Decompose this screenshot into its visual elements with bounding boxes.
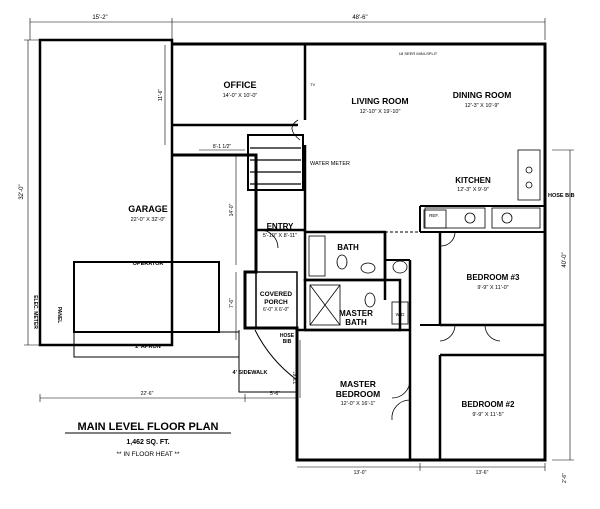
fixtures [308, 149, 541, 326]
bedroom2-size: 9'-9" X 11'-5" [472, 412, 503, 418]
plan-area: 1,462 SQ. FT. [126, 439, 169, 446]
dim-office-side: 11'-6" [158, 89, 164, 102]
apron-label: 2' APRON [135, 344, 161, 350]
bib-label: BIB [283, 339, 292, 345]
windows [205, 42, 547, 462]
dining-room-label: DINING ROOM [453, 90, 512, 100]
dim-right-overall: 40'-0" [562, 252, 568, 267]
bedroom3-label: BEDROOM #3 [467, 273, 520, 282]
porch-label-1: COVERED [260, 291, 292, 298]
dim-left-overall: 32'-0" [19, 184, 25, 199]
master-bedroom-size: 12'-0" X 16'-1" [341, 401, 376, 407]
master-bedroom-label-2: BEDROOM [336, 389, 380, 399]
entry-size: 5'-10" X 8'-11" [263, 233, 297, 239]
porch-size: 6'-0" X 6'-0" [263, 307, 289, 313]
wd-label: W/D [396, 312, 405, 317]
elec-meter-label: ELEC. METER [32, 295, 38, 329]
bath-label: BATH [337, 243, 359, 252]
bedroom2-label: BEDROOM #2 [462, 400, 515, 409]
garage-door [73, 261, 240, 358]
stairs [250, 147, 301, 185]
walls [38, 38, 547, 462]
water-meter-label: WATER METER [310, 161, 350, 167]
dim-bottom-right-b: 13'-6" [476, 470, 489, 476]
kitchen-size: 12'-3" X 9'-9" [457, 187, 489, 193]
door-swings [259, 119, 501, 421]
garage-size: 22'-0" X 32'-0" [131, 217, 166, 223]
dim-bottom-mid: 5'-6" [270, 391, 280, 397]
panel-label: PANEL [56, 307, 62, 324]
ref-label: REF. [429, 213, 439, 218]
hose-bib-right-label: HOSE BIB [548, 193, 575, 199]
master-bath-label-1: MASTER [339, 309, 373, 318]
dim-top-left: 15'-2" [92, 15, 107, 21]
office-size: 14'-0" X 10'-0" [223, 93, 258, 99]
dim-bottom-right-a: 13'-0" [354, 470, 367, 476]
dim-bottom-right-c: 2'-6" [562, 473, 568, 483]
entry-label: ENTRY [267, 222, 294, 231]
mini-split-label: 18 SEER MINI-SPLIT [399, 51, 438, 56]
office-label: OFFICE [224, 80, 257, 90]
dim-entry-gap: 8'-1 1/2" [213, 144, 232, 150]
tv-label: TV [310, 82, 315, 87]
living-room-size: 12'-10" X 19'-10" [360, 109, 401, 115]
hose-label: HOSE [280, 333, 295, 339]
master-bath-label-2: BATH [345, 318, 367, 327]
sidewalk [238, 329, 298, 393]
sidewalk-label: 4' SIDEWALK [233, 370, 268, 376]
dim-right-mid: 22'-6" [293, 371, 299, 384]
dining-room-size: 12'-3" X 10'-9" [465, 103, 500, 109]
dim-top-right: 48'-6" [352, 15, 367, 21]
kitchen-label: KITCHEN [455, 176, 491, 185]
garage-label: GARAGE [128, 204, 168, 214]
dim-bottom-left: 22'-6" [141, 391, 154, 397]
operator-label: OPERATOR [133, 261, 164, 267]
dimension-lines [24, 18, 574, 471]
plan-note: ** IN FLOOR HEAT ** [117, 451, 180, 458]
porch-label-2: PORCH [264, 299, 288, 306]
bedroom3-size: 9'-9" X 11'-0" [477, 285, 508, 291]
master-bedroom-label-1: MASTER [340, 379, 376, 389]
dim-entry-side: 14'-0" [229, 203, 235, 216]
plan-title: MAIN LEVEL FLOOR PLAN [78, 421, 219, 433]
dim-porch-side: 7'-6" [229, 298, 235, 308]
living-room-label: LIVING ROOM [351, 96, 408, 106]
